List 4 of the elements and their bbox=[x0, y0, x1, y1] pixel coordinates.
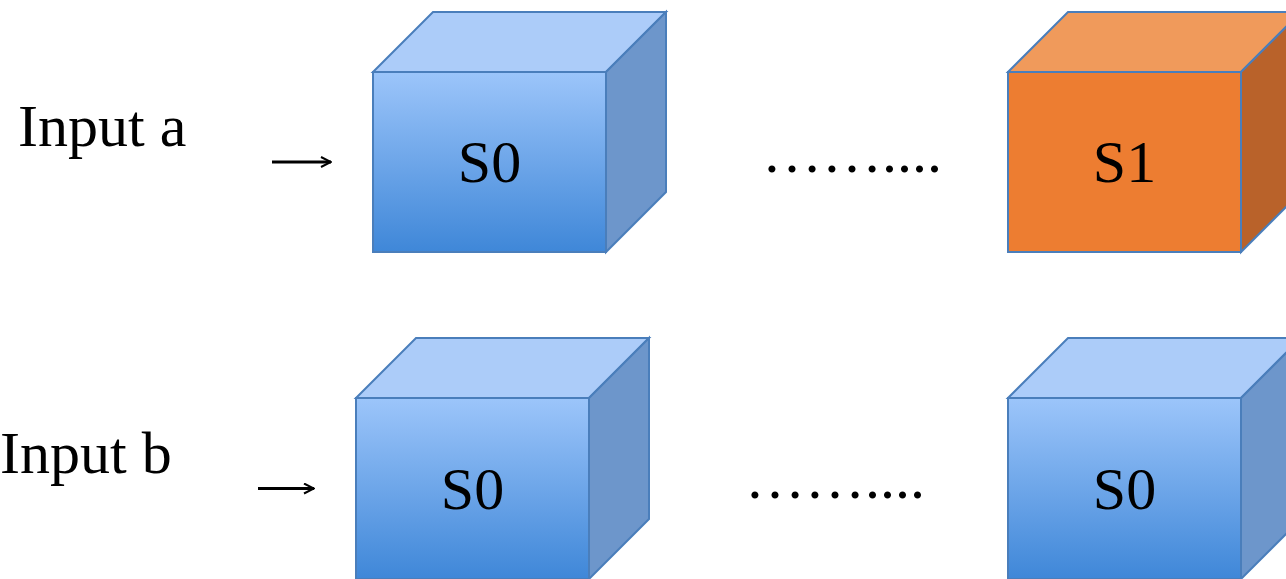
arrow bbox=[272, 156, 332, 168]
arrow bbox=[258, 482, 315, 495]
ellipsis-dots: …….... bbox=[745, 448, 925, 508]
ellipsis-dots: …….... bbox=[762, 122, 942, 182]
